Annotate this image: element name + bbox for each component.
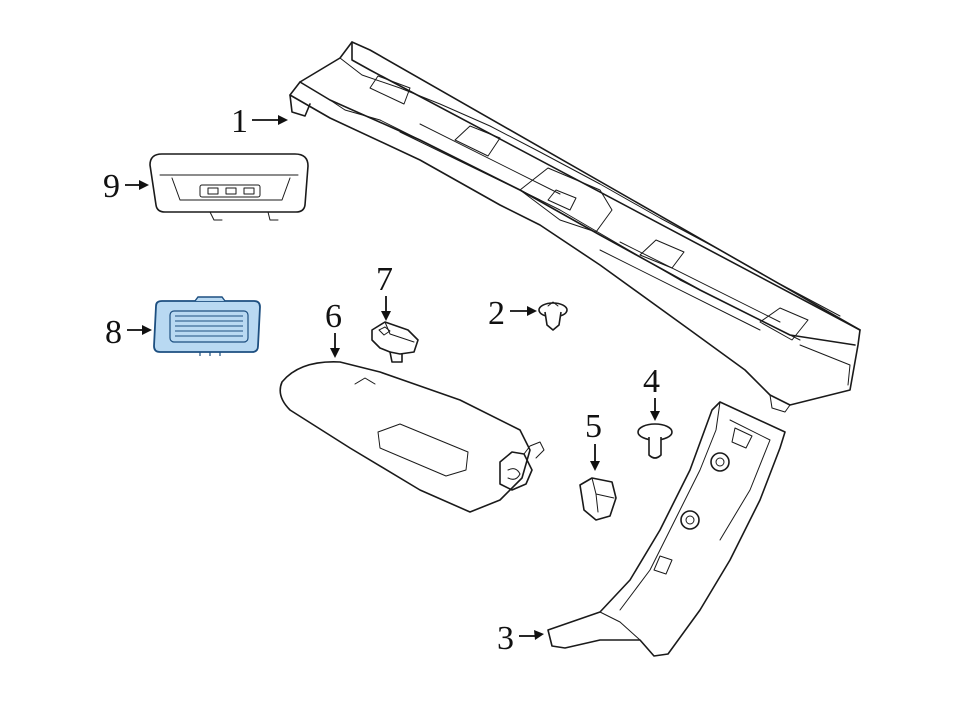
callout-8: 8 bbox=[105, 314, 152, 351]
part-4-pin-fastener[interactable] bbox=[637, 423, 673, 459]
callout-5: 5 bbox=[585, 408, 602, 471]
part-3-pillar-trim[interactable] bbox=[547, 401, 786, 657]
part-9-overhead-console[interactable] bbox=[149, 153, 309, 221]
callout-9: 9 bbox=[103, 168, 149, 205]
callout-2: 2 bbox=[488, 295, 537, 332]
callout-3: 3 bbox=[497, 620, 544, 657]
part-2-push-clip[interactable] bbox=[538, 301, 568, 331]
part-6-sun-visor[interactable] bbox=[279, 361, 545, 513]
callout-7-label: 7 bbox=[376, 261, 393, 298]
part-1-header-trim[interactable] bbox=[289, 41, 861, 413]
callout-1-label: 1 bbox=[231, 103, 248, 140]
callout-6-label: 6 bbox=[325, 298, 342, 335]
part-8-lens-cover[interactable] bbox=[153, 296, 261, 356]
callout-3-label: 3 bbox=[497, 620, 514, 657]
callout-1: 1 bbox=[231, 103, 288, 140]
callout-4-label: 4 bbox=[643, 363, 660, 400]
callout-2-label: 2 bbox=[488, 295, 505, 332]
callout-8-label: 8 bbox=[105, 314, 122, 351]
callout-5-label: 5 bbox=[585, 408, 602, 445]
callout-6: 6 bbox=[325, 298, 342, 358]
callout-4: 4 bbox=[643, 363, 660, 421]
callout-7: 7 bbox=[376, 261, 393, 321]
callout-9-label: 9 bbox=[103, 168, 120, 205]
part-5-retainer-clip[interactable] bbox=[579, 477, 617, 521]
part-7-visor-bracket[interactable] bbox=[371, 321, 419, 363]
